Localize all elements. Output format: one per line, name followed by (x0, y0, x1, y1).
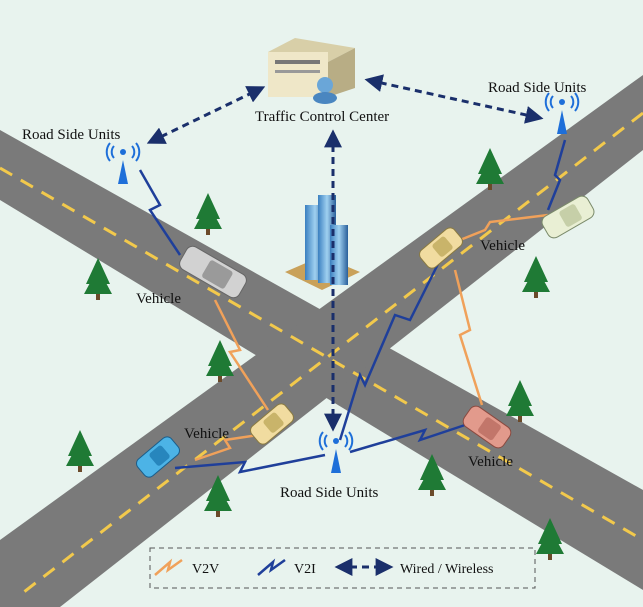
label-rsu-left: Road Side Units (22, 127, 120, 143)
label-vehicle-right-bottom: Vehicle (468, 454, 513, 470)
legend-v2i-label: V2I (294, 562, 316, 577)
vehicle-red (462, 405, 512, 449)
label-traffic-control-center: Traffic Control Center (255, 109, 389, 125)
label-vehicle-left: Vehicle (136, 291, 181, 307)
trees (66, 148, 564, 560)
legend: V2V V2I Wired / Wireless (149, 547, 536, 589)
label-rsu-right: Road Side Units (488, 80, 586, 96)
v2v-links (194, 213, 549, 462)
vehicle-yellow-center (250, 403, 294, 445)
vehicle-yellow-right (419, 227, 463, 269)
vehicle-blue (136, 436, 180, 478)
rsu-icon-left (105, 142, 141, 184)
city-building (285, 195, 360, 290)
rsu-icon-right (544, 92, 580, 134)
label-rsu-bottom: Road Side Units (280, 485, 378, 501)
v2i-links (138, 139, 567, 474)
server-icon (268, 38, 355, 104)
legend-v2v-label: V2V (192, 562, 219, 577)
legend-v2v-symbol (154, 558, 183, 576)
wired-links (146, 74, 544, 432)
label-vehicle-center: Vehicle (184, 426, 229, 442)
rsu-icon-bottom (318, 431, 354, 473)
legend-v2i-symbol (257, 558, 286, 576)
legend-wired-label: Wired / Wireless (400, 562, 493, 577)
vehicle-grey (179, 245, 247, 299)
label-vehicle-right-top: Vehicle (480, 238, 525, 254)
vehicle-cream (541, 195, 595, 239)
